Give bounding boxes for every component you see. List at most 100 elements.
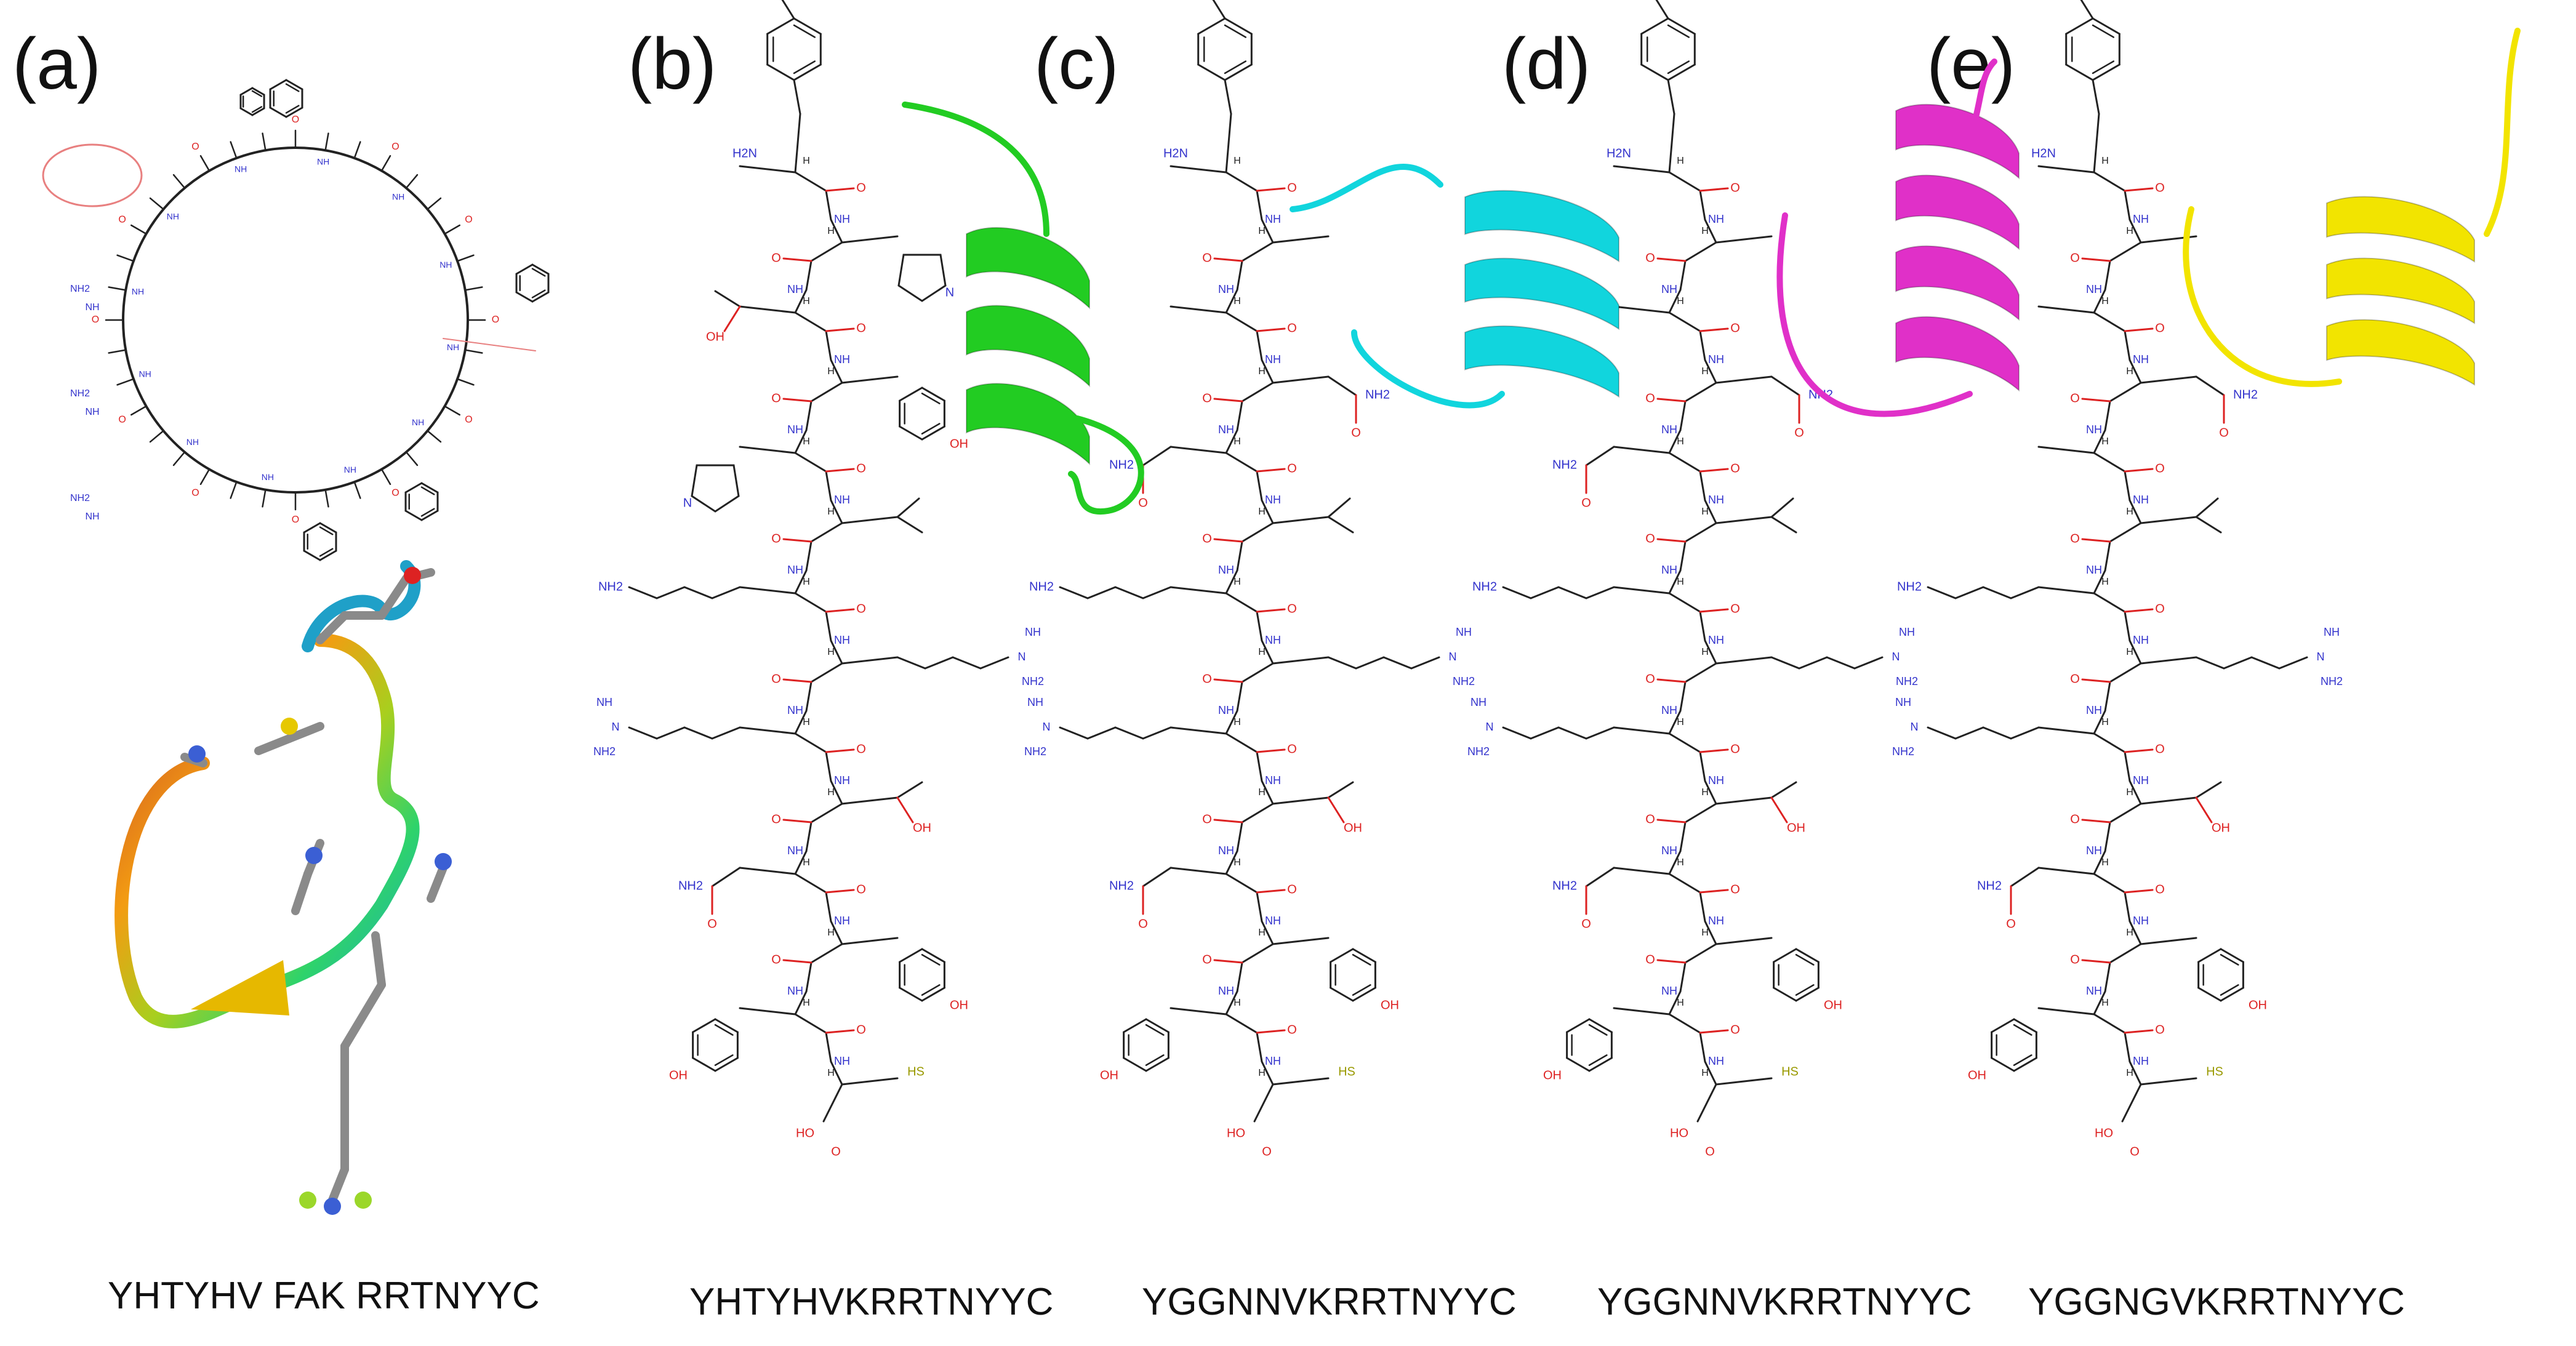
atom-label: O <box>771 953 781 966</box>
atom-label: NH <box>787 844 803 857</box>
bond <box>108 286 127 291</box>
atom-label: OH <box>950 998 968 1012</box>
bond <box>324 489 329 508</box>
bond <box>2093 429 2106 454</box>
atom-label: H <box>1677 436 1684 447</box>
bond <box>739 867 796 875</box>
atom-label: NH <box>834 634 850 646</box>
sequence-d: YGGNNVKRRTNYYC <box>1597 1281 1972 1323</box>
bond <box>1256 468 1286 473</box>
bond <box>1059 726 1089 740</box>
bond <box>1224 79 1232 115</box>
bond <box>952 656 982 670</box>
sequence-e: YGGNGVKRRTNYYC <box>2028 1281 2405 1323</box>
bond <box>1699 748 1729 753</box>
atom-label: OH <box>2212 821 2230 835</box>
bond <box>2081 819 2111 823</box>
bond <box>1667 60 1690 74</box>
atom-label: NH <box>1708 1055 1724 1067</box>
bond <box>2081 538 2111 543</box>
atom-label: O <box>2130 1145 2140 1158</box>
atom-label: O <box>1287 181 1297 194</box>
bond <box>1330 987 1354 1002</box>
bond <box>739 446 796 454</box>
atom-ball <box>435 853 452 870</box>
bond <box>805 961 813 993</box>
bond <box>531 289 546 298</box>
bond <box>285 106 303 118</box>
bond <box>1699 468 1729 473</box>
bond <box>319 526 334 535</box>
bond <box>782 398 813 403</box>
bond <box>1566 1057 1591 1072</box>
bond <box>2093 311 2126 332</box>
bond <box>1668 289 1682 314</box>
atom-label: NH <box>2133 494 2149 506</box>
bond <box>794 289 808 314</box>
bond <box>2124 330 2131 361</box>
bond <box>822 1083 843 1123</box>
atom-label: NH2 <box>1024 745 1046 758</box>
atom-label: O <box>1202 532 1212 545</box>
bond <box>825 187 855 192</box>
atom-label: H <box>2101 436 2109 447</box>
atom-label: H <box>1701 787 1709 798</box>
bond <box>1679 821 1687 852</box>
bond <box>1410 656 1440 670</box>
bond <box>1704 639 1717 665</box>
bond <box>683 726 713 740</box>
bond <box>1224 24 1247 38</box>
bond <box>2010 726 2040 740</box>
atom-label: O <box>391 142 399 152</box>
atom-ball <box>299 1192 316 1209</box>
bond <box>782 538 813 543</box>
atom-label: NH <box>439 260 452 270</box>
atom-label: O <box>1287 742 1297 756</box>
atom-label: O <box>465 415 472 425</box>
atom-label: OH <box>1344 821 1362 835</box>
bond <box>1668 592 1701 613</box>
atom-label: NH <box>596 696 612 708</box>
bond <box>285 79 303 90</box>
bond <box>1352 984 1371 996</box>
bond <box>251 106 263 113</box>
bond <box>1696 1083 1717 1123</box>
panel-label-b: (b) <box>628 23 717 105</box>
bond <box>2140 1077 2197 1086</box>
bond <box>2129 780 2142 805</box>
atom-label: O <box>2155 462 2165 475</box>
bond <box>2013 1054 2032 1067</box>
bond <box>230 481 238 499</box>
bond <box>810 382 843 403</box>
atom-label: NH <box>1471 696 1487 708</box>
atom-label: OH <box>1824 998 1842 1012</box>
atom-label: H <box>827 647 835 657</box>
atom-label: O <box>1202 812 1212 826</box>
bond <box>1715 796 1773 805</box>
bond <box>2109 522 2142 543</box>
bond <box>2104 260 2111 291</box>
bond <box>2223 656 2253 670</box>
atom-label: OH <box>913 821 931 835</box>
atom-label: OH <box>706 330 724 343</box>
bond <box>921 984 941 996</box>
bond <box>830 359 843 384</box>
atom-label: H <box>1677 577 1684 587</box>
bond <box>172 174 186 189</box>
atom-label: O <box>1287 321 1297 335</box>
bond <box>1954 726 1984 740</box>
bond <box>1145 1057 1170 1072</box>
bond <box>2065 63 2094 81</box>
bond <box>2081 398 2111 403</box>
bond <box>1588 1018 1613 1033</box>
bond <box>1256 330 1263 361</box>
atom-label: HO <box>2095 1126 2113 1140</box>
bond <box>1668 113 1675 174</box>
bond <box>1613 446 1671 454</box>
bond <box>1588 1057 1613 1072</box>
atom-label: NH <box>2133 213 2149 225</box>
bond <box>2129 218 2142 244</box>
atom-label: NH2 <box>1896 675 1918 687</box>
bond <box>1795 948 1820 963</box>
helix-turn <box>1464 257 1619 330</box>
